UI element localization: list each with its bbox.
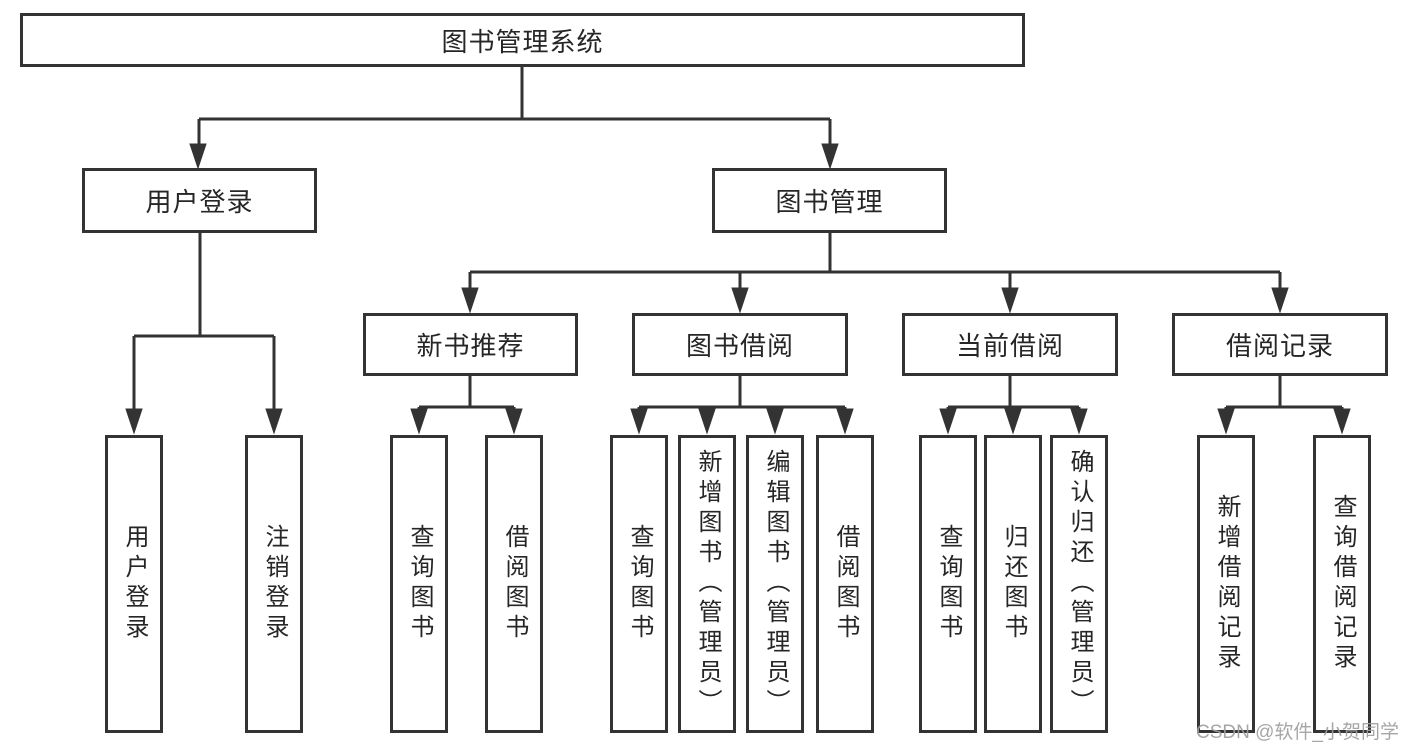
node-borrow-records-label: 借阅记录 bbox=[1225, 331, 1334, 361]
node-root: 图书管理系统 bbox=[20, 13, 1025, 67]
leaf-borrowing-query-books-label: 查询图书 bbox=[626, 524, 653, 644]
leaf-user-login-label: 用户登录 bbox=[121, 524, 148, 644]
leaf-logout: 注销登录 bbox=[245, 435, 303, 733]
leaf-records-query-record: 查询借阅记录 bbox=[1313, 435, 1371, 733]
connector-user-login-children bbox=[125, 233, 283, 435]
leaf-borrowing-add-books-admin: 新增图书（管理员） bbox=[678, 435, 736, 733]
node-new-book-recommend: 新书推荐 bbox=[363, 313, 578, 376]
connector-book-borrowing-children bbox=[630, 376, 854, 435]
connector-book-management-children bbox=[461, 233, 1289, 314]
watermark: CSDN @软件_小贺同学 bbox=[1196, 722, 1399, 743]
node-user-login: 用户登录 bbox=[82, 168, 317, 233]
connector-current-borrowing-children bbox=[939, 376, 1088, 435]
leaf-current-confirm-return-admin-label: 确认归还（管理员） bbox=[1066, 449, 1093, 719]
leaf-newbook-query-books: 查询图书 bbox=[390, 435, 448, 733]
node-current-borrowing-label: 当前借阅 bbox=[955, 331, 1064, 361]
connector-new-book-recommend-children bbox=[410, 376, 523, 435]
leaf-borrowing-edit-books-admin: 编辑图书（管理员） bbox=[746, 435, 804, 733]
leaf-newbook-borrow-books-label: 借阅图书 bbox=[501, 524, 528, 644]
leaf-borrowing-borrow-books: 借阅图书 bbox=[816, 435, 874, 733]
node-book-borrowing: 图书借阅 bbox=[632, 313, 848, 376]
leaf-newbook-query-books-label: 查询图书 bbox=[406, 524, 433, 644]
leaf-borrowing-add-books-admin-label: 新增图书（管理员） bbox=[694, 449, 721, 719]
connector-root-to-level1 bbox=[189, 67, 839, 170]
leaf-current-confirm-return-admin: 确认归还（管理员） bbox=[1050, 435, 1108, 733]
leaf-records-query-record-label: 查询借阅记录 bbox=[1329, 494, 1356, 674]
leaf-current-return-books-label: 归还图书 bbox=[1000, 524, 1027, 644]
leaf-current-query-books: 查询图书 bbox=[919, 435, 977, 733]
leaf-borrowing-query-books: 查询图书 bbox=[610, 435, 668, 733]
node-book-management: 图书管理 bbox=[712, 168, 947, 233]
connector-borrow-records-children bbox=[1217, 376, 1351, 435]
leaf-records-add-record-label: 新增借阅记录 bbox=[1213, 494, 1240, 674]
node-book-management-label: 图书管理 bbox=[775, 187, 884, 217]
node-borrow-records: 借阅记录 bbox=[1172, 313, 1388, 376]
leaf-logout-label: 注销登录 bbox=[261, 524, 288, 644]
node-new-book-recommend-label: 新书推荐 bbox=[416, 331, 525, 361]
leaf-borrowing-borrow-books-label: 借阅图书 bbox=[832, 524, 859, 644]
node-user-login-label: 用户登录 bbox=[145, 187, 254, 217]
node-book-borrowing-label: 图书借阅 bbox=[685, 331, 794, 361]
leaf-current-return-books: 归还图书 bbox=[984, 435, 1042, 733]
node-root-label: 图书管理系统 bbox=[441, 26, 604, 57]
node-current-borrowing: 当前借阅 bbox=[902, 313, 1118, 376]
leaf-records-add-record: 新增借阅记录 bbox=[1197, 435, 1255, 733]
leaf-borrowing-edit-books-admin-label: 编辑图书（管理员） bbox=[762, 449, 789, 719]
leaf-current-query-books-label: 查询图书 bbox=[935, 524, 962, 644]
leaf-user-login: 用户登录 bbox=[105, 435, 163, 733]
leaf-newbook-borrow-books: 借阅图书 bbox=[485, 435, 543, 733]
